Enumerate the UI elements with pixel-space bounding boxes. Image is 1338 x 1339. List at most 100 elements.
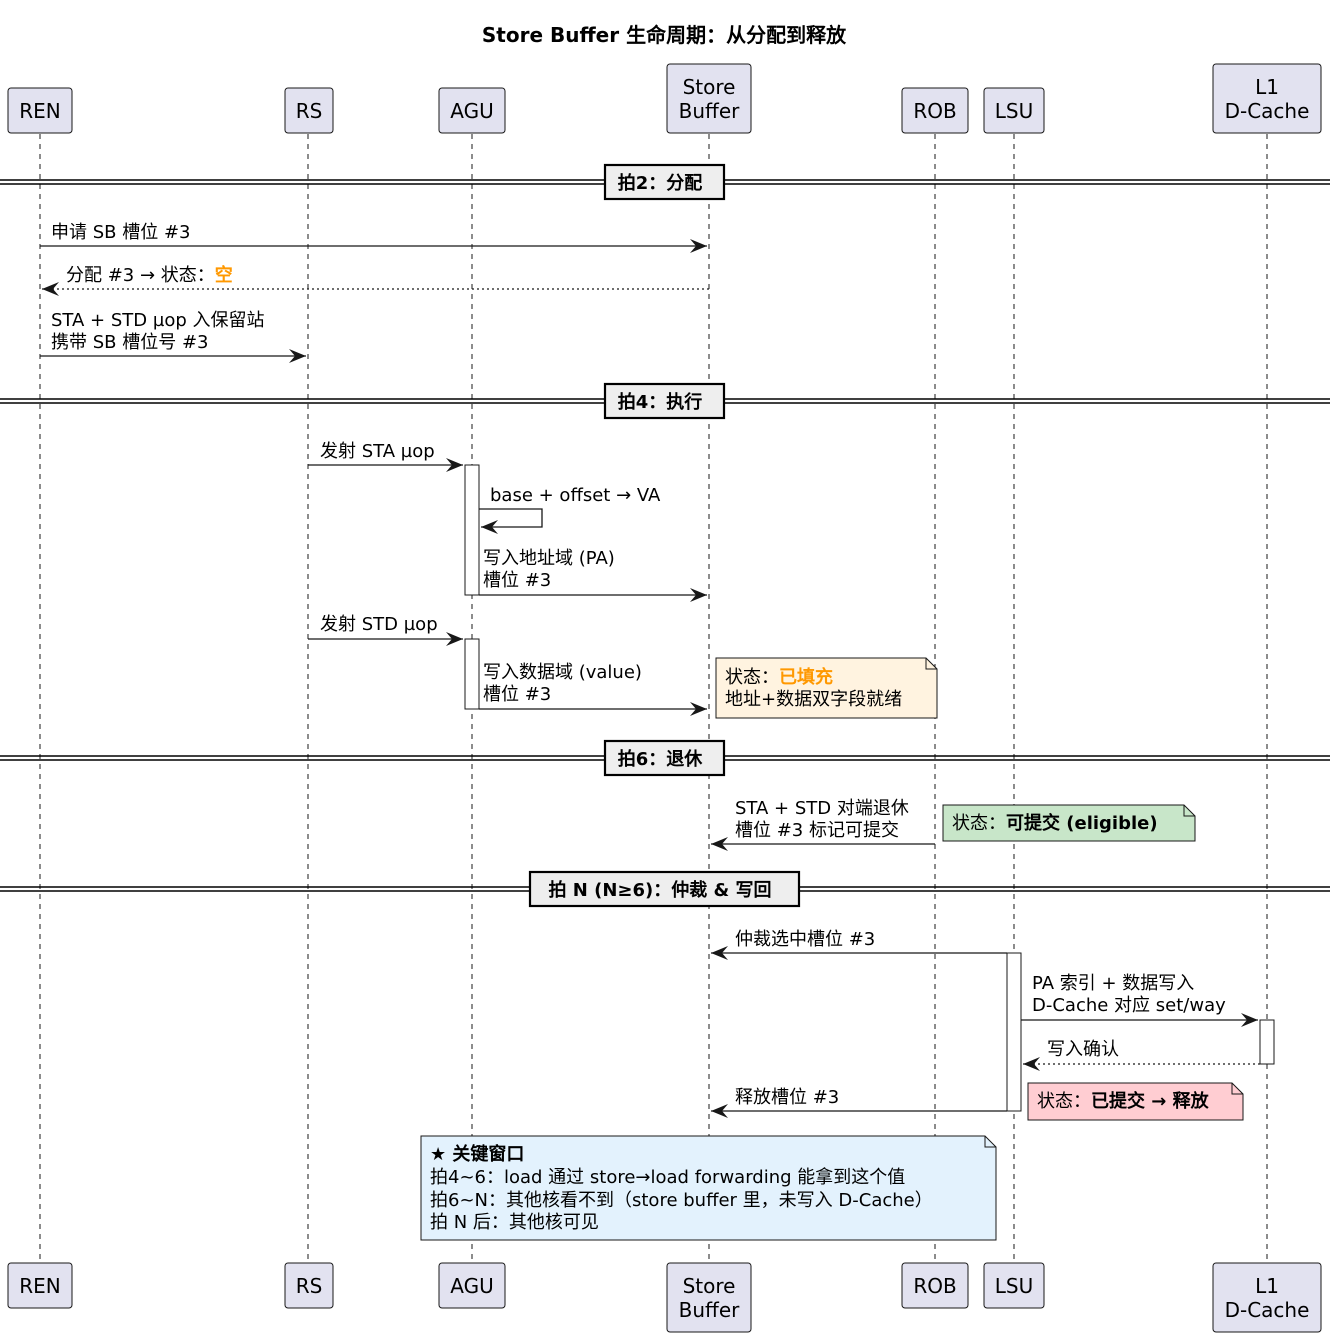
participant-rs-label: RS <box>296 99 323 123</box>
message-write-dcache-label-2: D-Cache 对应 set/way <box>1032 995 1226 1016</box>
note-key-window-line-1: 拍4~6：load 通过 store→load forwarding 能拿到这个… <box>430 1166 905 1188</box>
status-filled-highlight: 已填充 <box>779 666 833 688</box>
participant-rs-bottom: RS <box>284 1262 334 1309</box>
participants-top: REN RS AGU Store Buffer ROB LSU L1 D-Cac… <box>7 63 1322 134</box>
participant-ren-bottom-label: REN <box>19 1274 61 1298</box>
note-filled-line-2: 地址+数据双字段就绪 <box>725 689 902 710</box>
diagram-title: Store Buffer 生命周期：从分配到释放 <box>482 23 847 47</box>
divider-writeback-label: 拍 N (N≥6)：仲裁 & 写回 <box>549 879 772 901</box>
message-compute-va: base + offset → VA <box>479 485 661 534</box>
participant-l1-bottom-label-2: D-Cache <box>1225 1298 1310 1322</box>
message-retire-label-2: 槽位 #3 标记可提交 <box>735 820 899 841</box>
note-filled: 状态：已填充 地址+数据双字段就绪 <box>715 657 938 719</box>
divider-execute: 拍4：执行 <box>0 382 1330 420</box>
message-compute-va-label: base + offset → VA <box>490 485 661 506</box>
participant-sb-label-1: Store <box>683 75 736 99</box>
note-released: 状态：已提交 → 释放 <box>1027 1082 1244 1121</box>
message-release-slot-label: 释放槽位 #3 <box>735 1087 839 1108</box>
message-enter-rs: STA + STD µop 入保留站 携带 SB 槽位号 #3 <box>40 310 306 363</box>
status-released-highlight: 已提交 → 释放 <box>1091 1090 1210 1112</box>
note-eligible-prefix: 状态： <box>952 813 1006 834</box>
message-write-address-label-2: 槽位 #3 <box>483 570 551 591</box>
participant-sb: Store Buffer <box>666 63 752 134</box>
note-filled-prefix: 状态： <box>725 667 779 688</box>
participant-lsu-bottom: LSU <box>983 1262 1045 1309</box>
message-arbitrate: 仲裁选中槽位 #3 <box>711 929 1007 960</box>
participant-sb-bottom-label-1: Store <box>683 1274 736 1298</box>
participant-l1-bottom: L1 D-Cache <box>1212 1262 1322 1333</box>
participant-agu-bottom-label: AGU <box>450 1274 493 1298</box>
activation-l1 <box>1259 1019 1275 1065</box>
participant-rob-bottom-label: ROB <box>913 1274 956 1298</box>
note-eligible-text: 状态：可提交 (eligible) <box>952 812 1158 834</box>
note-key-window-line-2: 拍6~N：其他核看不到（store buffer 里，未写入 D-Cache） <box>430 1190 933 1211</box>
message-write-dcache: PA 索引 + 数据写入 D-Cache 对应 set/way <box>1021 973 1258 1027</box>
participant-sb-bottom-label-2: Buffer <box>679 1298 740 1322</box>
participants-bottom: REN RS AGU Store Buffer ROB LSU L1 D-Cac… <box>7 1262 1322 1333</box>
divider-alloc: 拍2：分配 <box>0 163 1330 201</box>
message-write-data-label-2: 槽位 #3 <box>483 684 551 705</box>
message-write-address-label-1: 写入地址域 (PA) <box>483 548 615 569</box>
participant-l1-label-2: D-Cache <box>1225 99 1310 123</box>
divider-retire-label: 拍6：退休 <box>618 748 704 770</box>
note-released-text: 状态：已提交 → 释放 <box>1037 1090 1210 1112</box>
participant-lsu: LSU <box>983 87 1045 134</box>
participant-l1-label-1: L1 <box>1255 75 1279 99</box>
activation-agu-sta <box>464 464 480 596</box>
message-allocate-label: 分配 #3 → 状态：空 <box>66 264 233 286</box>
participant-sb-label-2: Buffer <box>679 99 740 123</box>
message-write-data: 写入数据域 (value) 槽位 #3 <box>479 662 707 716</box>
status-eligible-highlight: 可提交 (eligible) <box>1006 812 1158 834</box>
note-released-prefix: 状态： <box>1037 1091 1091 1112</box>
message-arbitrate-label: 仲裁选中槽位 #3 <box>735 929 875 950</box>
message-request-slot: 申请 SB 槽位 #3 <box>40 222 707 253</box>
participant-ren: REN <box>7 87 73 134</box>
status-empty-highlight: 空 <box>215 264 233 286</box>
message-write-ack-label: 写入确认 <box>1047 1039 1119 1060</box>
participant-rs: RS <box>284 87 334 134</box>
participant-rob-bottom: ROB <box>901 1262 969 1309</box>
message-retire-label-1: STA + STD 对端退休 <box>735 798 909 819</box>
message-retire: STA + STD 对端退休 槽位 #3 标记可提交 <box>711 798 935 851</box>
message-write-address: 写入地址域 (PA) 槽位 #3 <box>479 548 707 602</box>
participant-l1: L1 D-Cache <box>1212 63 1322 134</box>
divider-retire: 拍6：退休 <box>0 739 1330 777</box>
divider-alloc-label: 拍2：分配 <box>618 172 703 194</box>
participant-ren-bottom: REN <box>7 1262 73 1309</box>
note-key-window: ★ 关键窗口 拍4~6：load 通过 store→load forwardin… <box>420 1135 997 1241</box>
message-issue-sta: 发射 STA µop <box>308 441 463 472</box>
message-allocate: 分配 #3 → 状态：空 <box>42 264 709 296</box>
message-write-dcache-label-1: PA 索引 + 数据写入 <box>1032 973 1194 994</box>
participant-rob: ROB <box>901 87 969 134</box>
participant-lsu-bottom-label: LSU <box>995 1274 1033 1298</box>
participant-agu: AGU <box>438 87 506 134</box>
message-allocate-prefix: 分配 #3 → 状态： <box>66 265 215 286</box>
activations <box>464 464 1275 1112</box>
message-request-slot-label: 申请 SB 槽位 #3 <box>51 222 190 243</box>
participant-agu-label: AGU <box>450 99 493 123</box>
message-issue-std-label: 发射 STD µop <box>320 614 438 635</box>
note-eligible: 状态：可提交 (eligible) <box>942 804 1196 842</box>
message-issue-std: 发射 STD µop <box>308 614 463 646</box>
note-key-window-heading: ★ 关键窗口 <box>430 1143 524 1165</box>
participant-rob-label: ROB <box>913 99 956 123</box>
note-key-window-line-3: 拍 N 后：其他核可见 <box>430 1212 599 1233</box>
participant-sb-bottom: Store Buffer <box>666 1262 752 1333</box>
participant-l1-bottom-label-1: L1 <box>1255 1274 1279 1298</box>
participant-rs-bottom-label: RS <box>296 1274 323 1298</box>
note-filled-line-1: 状态：已填充 <box>725 666 833 688</box>
message-write-ack: 写入确认 <box>1023 1039 1260 1071</box>
message-enter-rs-label-2: 携带 SB 槽位号 #3 <box>51 332 208 353</box>
divider-writeback: 拍 N (N≥6)：仲裁 & 写回 <box>0 870 1330 908</box>
activation-lsu <box>1006 952 1022 1112</box>
divider-execute-label: 拍4：执行 <box>618 391 703 413</box>
activation-agu-std <box>464 638 480 710</box>
message-write-data-label-1: 写入数据域 (value) <box>483 662 642 683</box>
message-release-slot: 释放槽位 #3 <box>711 1087 1007 1118</box>
participant-ren-label: REN <box>19 99 61 123</box>
message-enter-rs-label-1: STA + STD µop 入保留站 <box>51 310 264 331</box>
participant-agu-bottom: AGU <box>438 1262 506 1309</box>
participant-lsu-label: LSU <box>995 99 1033 123</box>
message-issue-sta-label: 发射 STA µop <box>320 441 435 462</box>
